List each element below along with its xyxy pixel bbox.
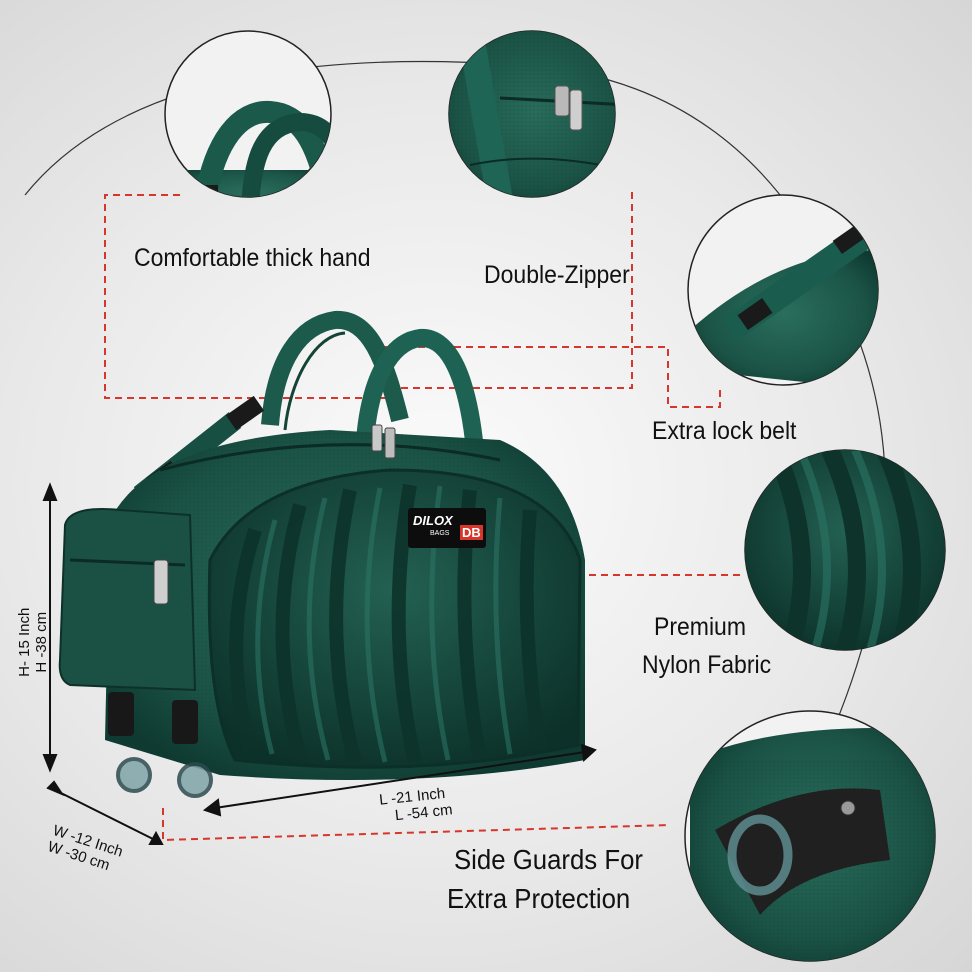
dimension-arrows	[42, 482, 597, 845]
height-cm-label: H -38 cm	[33, 611, 50, 673]
zoom-circle-fabric	[744, 449, 946, 651]
zoom-circle-side-guard	[684, 710, 936, 962]
logo-mark: DB	[460, 525, 483, 540]
feature-label-zipper: Double-Zipper	[484, 261, 630, 289]
leader-zipper	[399, 192, 633, 410]
height-labels: H- 15 Inch H -38 cm	[16, 567, 51, 717]
logo-text: DILOX	[413, 513, 453, 528]
leader-handle	[104, 194, 395, 399]
length-arrow	[214, 751, 586, 809]
feature-label-fabric-line2: Nylon Fabric	[642, 651, 772, 679]
leader-lock-belt	[370, 346, 721, 408]
width-arrow	[54, 789, 156, 841]
zoom-circle-lock-belt	[687, 194, 879, 386]
zoom-circle-handle	[164, 30, 332, 198]
logo-subtext: BAGS	[430, 530, 450, 537]
feature-label-guards-line1: Side Guards For	[454, 844, 643, 875]
feature-label-fabric-line1: Premium	[654, 613, 747, 641]
height-inch-label: H- 15 Inch	[15, 607, 33, 677]
feature-label-handle: Comfortable thick hand	[134, 244, 371, 272]
duffel-bag	[58, 311, 585, 798]
feature-label-lock-belt: Extra lock belt	[652, 417, 797, 445]
brand-logo: DILOX BAGS DB	[410, 511, 486, 547]
feature-label-guards-line2: Extra Protection	[447, 883, 631, 914]
zoom-circle-zipper	[448, 30, 616, 198]
